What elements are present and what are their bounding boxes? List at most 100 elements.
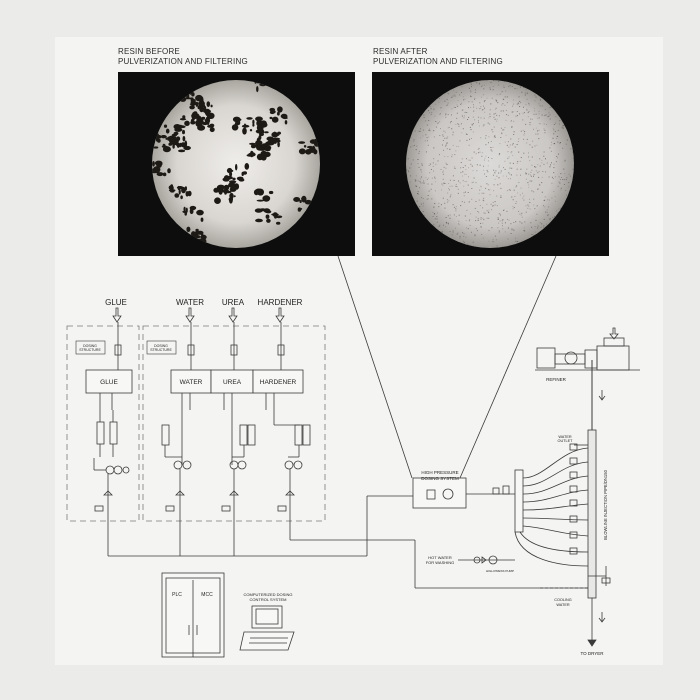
fine-particle	[488, 212, 490, 214]
fine-particle	[466, 112, 468, 113]
fine-particle	[466, 139, 468, 141]
resin-particle	[235, 163, 238, 171]
hp-system-label-2: DOSING SYSTEM	[421, 476, 459, 481]
fine-particle	[491, 158, 493, 159]
fine-particle	[508, 85, 510, 87]
fine-particle	[471, 123, 473, 125]
fine-particle	[468, 167, 469, 169]
fine-particle	[438, 101, 440, 103]
fine-particle	[439, 135, 441, 136]
fine-particle	[421, 203, 423, 205]
fine-particle	[549, 147, 551, 149]
resin-particle	[266, 218, 271, 223]
fine-particle	[473, 151, 475, 153]
fine-particle	[494, 178, 496, 180]
fine-particle	[535, 133, 537, 135]
fine-particle	[475, 220, 477, 222]
fine-particle	[543, 205, 544, 207]
fine-particle	[537, 188, 539, 190]
fine-particle	[498, 115, 500, 117]
fine-particle	[499, 220, 501, 222]
fine-particle	[418, 152, 420, 154]
fine-particle	[438, 225, 440, 227]
fine-particle	[461, 132, 463, 134]
resin-particle	[197, 115, 202, 121]
fine-particle	[451, 96, 453, 98]
fine-particle	[534, 166, 535, 168]
fine-particle	[560, 119, 562, 121]
fine-particle	[513, 189, 515, 191]
fine-particle	[514, 146, 516, 148]
fine-particle	[519, 106, 521, 107]
caption-before-line1: RESIN BEFORE	[118, 47, 180, 56]
fine-particle	[443, 130, 445, 132]
fine-particle	[466, 158, 467, 160]
fine-particle	[475, 201, 477, 202]
fine-particle	[528, 173, 530, 175]
fine-particle	[515, 237, 517, 239]
fine-particle	[539, 222, 541, 224]
fine-particle	[486, 97, 488, 99]
fine-particle	[561, 127, 563, 129]
fine-particle	[520, 168, 522, 170]
fine-particle	[523, 86, 525, 88]
fine-particle	[565, 143, 567, 145]
resin-particle	[185, 191, 189, 197]
fine-particle	[440, 204, 442, 206]
resin-particle	[176, 136, 181, 141]
fine-particle	[422, 198, 424, 199]
fine-particle	[510, 121, 512, 123]
fine-particle	[565, 190, 567, 191]
fine-particle	[462, 180, 464, 182]
fine-particle	[478, 147, 480, 149]
fine-particle	[427, 183, 429, 185]
fine-particle	[572, 168, 574, 170]
fine-particle	[484, 157, 486, 159]
fine-particle	[488, 217, 490, 219]
fine-particle	[543, 155, 545, 157]
fine-particle	[482, 222, 484, 224]
fine-particle	[500, 137, 502, 138]
fine-particle	[436, 122, 438, 124]
fine-particle	[573, 160, 574, 162]
fine-particle	[491, 97, 493, 99]
fine-particle	[549, 107, 551, 108]
fine-particle	[462, 167, 464, 168]
fine-particle	[406, 169, 408, 171]
resin-particle	[152, 168, 159, 174]
fine-particle	[447, 136, 449, 138]
fine-particle	[498, 218, 499, 220]
resin-particle	[277, 141, 280, 148]
resin-particle	[256, 144, 264, 151]
fine-particle	[460, 205, 462, 207]
fine-particle	[566, 177, 568, 179]
caption-after-line1: RESIN AFTER	[373, 47, 428, 56]
resin-particle	[206, 101, 211, 107]
fine-particle	[467, 243, 469, 245]
fine-particle	[573, 157, 574, 159]
fine-particle	[482, 217, 484, 219]
fine-particle	[452, 204, 454, 206]
fine-particle	[433, 206, 435, 208]
fine-particle	[480, 185, 482, 187]
fine-particle	[435, 163, 437, 165]
fine-particle	[512, 105, 514, 107]
fine-particle	[474, 119, 476, 121]
fine-particle	[472, 170, 474, 172]
fine-particle	[556, 210, 558, 212]
fine-particle	[475, 182, 477, 184]
fine-particle	[538, 110, 540, 112]
fine-particle	[481, 84, 483, 86]
fine-particle	[490, 203, 492, 205]
fine-particle	[458, 126, 460, 127]
fine-particle	[493, 184, 495, 186]
fine-particle	[551, 141, 552, 143]
fine-particle	[461, 115, 463, 117]
hot-water-label-1: HOT WATER	[428, 555, 452, 560]
fine-particle	[470, 107, 472, 108]
fine-particle	[438, 206, 440, 208]
fine-particle	[555, 116, 557, 117]
resin-particle	[307, 145, 313, 149]
fine-particle	[531, 190, 533, 192]
fine-particle	[491, 129, 493, 131]
